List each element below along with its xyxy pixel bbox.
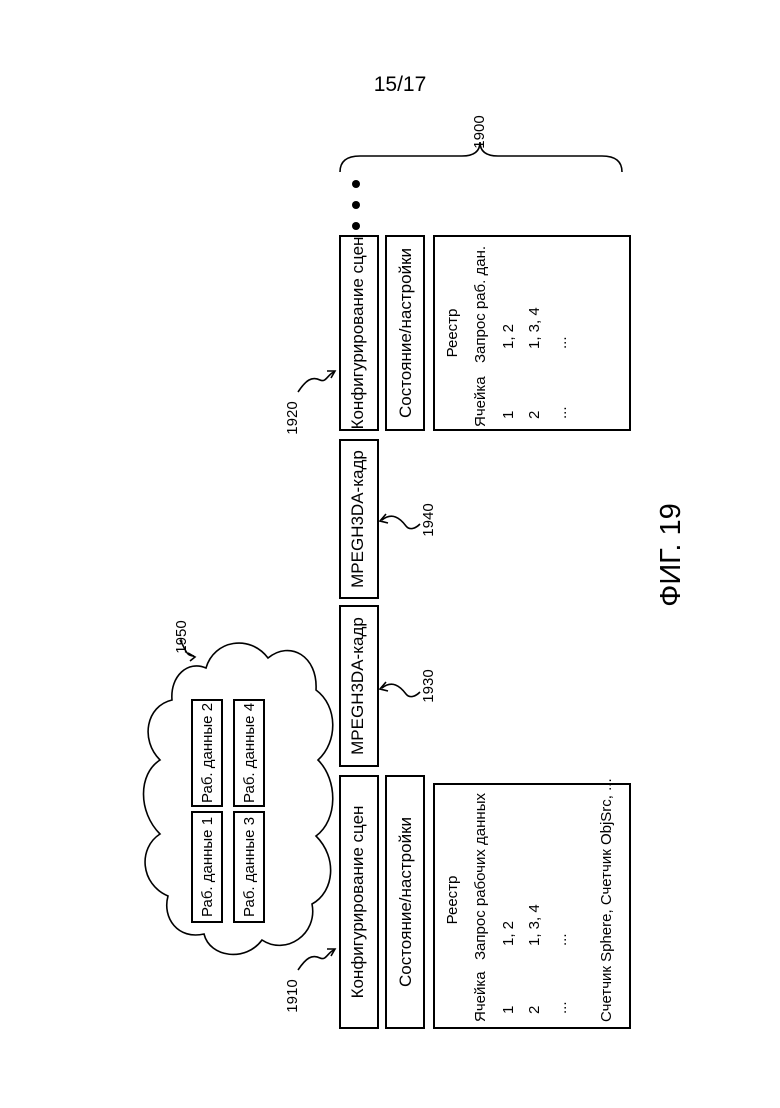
mpegh3da-frame-label-1940: MPEGH3DA-кадр	[348, 450, 367, 588]
registry-row-request: ...	[553, 336, 570, 349]
registry-row-request: ...	[553, 933, 570, 946]
page-number: 15/17	[374, 73, 427, 96]
registry-col-cell-1920: Ячейка	[472, 376, 489, 427]
registry-row-request: 1, 3, 4	[526, 904, 543, 946]
registry-row-request: 1, 3, 4	[526, 307, 543, 349]
registry-row-cell: ...	[553, 406, 570, 419]
registry-title-1910: Реестр	[444, 876, 461, 925]
registry-title-1920: Реестр	[444, 309, 461, 358]
ref-1900: 1900	[471, 115, 488, 148]
registry-row-cell: 2	[526, 411, 543, 419]
scene-config-label-1910: Конфигурирование сцен	[348, 806, 367, 999]
registry-row-request: 1, 2	[500, 324, 517, 349]
registry-col-request-1910: Запрос рабочих данных	[472, 793, 489, 960]
ref-1910: 1910	[284, 979, 301, 1012]
payload-label-4: Раб. данные 4	[241, 703, 258, 803]
scene-config-label-1920: Конфигурирование сцен	[348, 237, 367, 430]
ref-1930: 1930	[420, 669, 437, 702]
state-settings-label-1920: Состояние/настройки	[396, 248, 415, 418]
registry-col-cell-1910: Ячейка	[472, 971, 489, 1022]
leader-line-1910	[298, 950, 334, 970]
figure-caption: ФИГ. 19	[655, 503, 687, 606]
registry-footer-counters: Счетчик Sphere, Счетчик ObjSrc, ...	[598, 778, 615, 1022]
ref-1920: 1920	[284, 401, 301, 434]
ref-1940: 1940	[420, 503, 437, 536]
registry-row-cell: ...	[553, 1001, 570, 1014]
payload-label-3: Раб. данные 3	[241, 817, 258, 917]
payload-label-1: Раб. данные 1	[199, 817, 216, 917]
payload-label-2: Раб. данные 2	[199, 703, 216, 803]
ref-1950: 1950	[173, 620, 190, 653]
state-settings-label-1910: Состояние/настройки	[396, 817, 415, 987]
registry-row-request: 1, 2	[500, 921, 517, 946]
registry-row-cell: 1	[500, 1006, 517, 1014]
continuation-dot	[352, 201, 360, 209]
arrowhead-1950	[188, 653, 195, 661]
mpegh3da-frame-label-1930: MPEGH3DA-кадр	[348, 617, 367, 755]
registry-row-cell: 2	[526, 1006, 543, 1014]
leader-line-1920	[298, 372, 334, 392]
registry-row-cell: 1	[500, 411, 517, 419]
continuation-dot	[352, 180, 360, 188]
continuation-dot	[352, 222, 360, 230]
registry-col-request-1920: Запрос раб. дан.	[472, 246, 489, 363]
